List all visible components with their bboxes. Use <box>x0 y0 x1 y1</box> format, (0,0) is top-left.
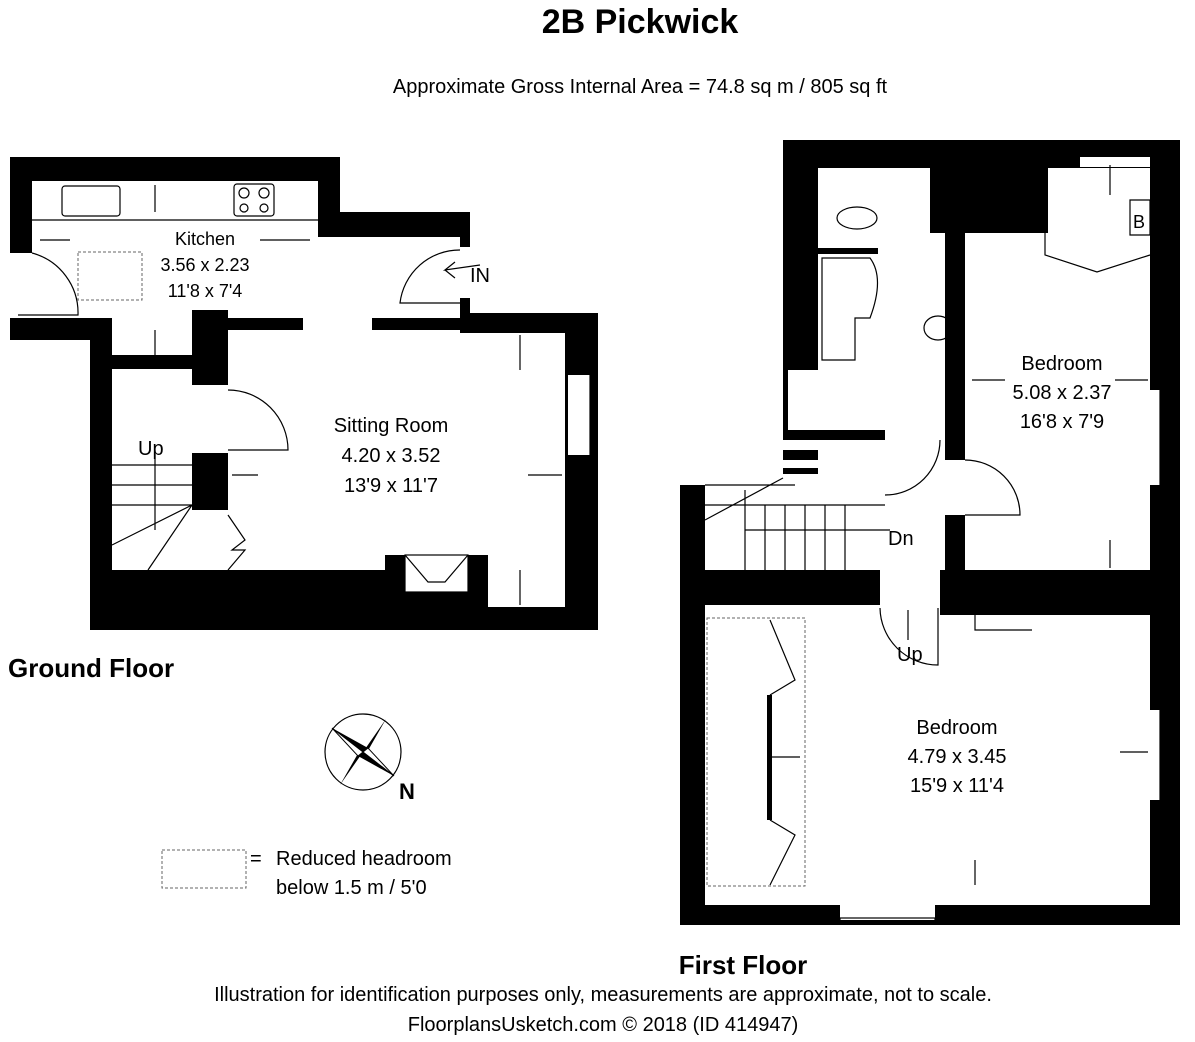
first-floor-label: First Floor <box>679 950 808 980</box>
room-imperial-size: 16'8 x 7'9 <box>1020 411 1104 433</box>
room-name: Bedroom <box>1021 353 1102 375</box>
room-imperial-size: 11'8 x 7'4 <box>168 281 243 301</box>
room-metric-size: 4.20 x 3.52 <box>342 445 441 467</box>
room-name: Sitting Room <box>334 415 449 437</box>
ground-floor-plan <box>10 157 598 630</box>
legend-equals: = <box>250 848 262 870</box>
legend-line-2: below 1.5 m / 5'0 <box>276 877 427 899</box>
stairs-up-label: Up <box>897 644 923 666</box>
room-bedroom-2: Bedroom 4.79 x 3.45 15'9 x 11'4 <box>908 717 1007 797</box>
disclaimer: Illustration for identification purposes… <box>214 984 992 1006</box>
reduced-headroom-swatch <box>161 849 247 889</box>
entrance-label: IN <box>470 265 490 287</box>
ground-floor-label: Ground Floor <box>8 653 174 683</box>
page-title: 2B Pickwick <box>542 3 739 41</box>
room-name: Bedroom <box>916 717 997 739</box>
gross-area: Approximate Gross Internal Area = 74.8 s… <box>393 76 888 98</box>
compass-north-label: N <box>399 779 415 804</box>
room-bedroom-1: Bedroom 5.08 x 2.37 16'8 x 7'9 <box>1013 353 1112 433</box>
credit: FloorplansUsketch.com © 2018 (ID 414947) <box>408 1014 798 1036</box>
room-imperial-size: 15'9 x 11'4 <box>910 775 1004 797</box>
room-metric-size: 3.56 x 2.23 <box>160 255 249 275</box>
room-metric-size: 4.79 x 3.45 <box>908 746 1007 768</box>
legend-line-1: Reduced headroom <box>276 848 452 870</box>
boiler-label: B <box>1133 212 1145 232</box>
first-floor-plan <box>680 140 1180 925</box>
ground-stairs-label: Up <box>138 438 164 460</box>
room-sitting-room: Sitting Room 4.20 x 3.52 13'9 x 11'7 <box>334 415 449 497</box>
compass-icon <box>324 713 402 791</box>
room-metric-size: 5.08 x 2.37 <box>1013 382 1112 404</box>
room-imperial-size: 13'9 x 11'7 <box>344 475 438 497</box>
stairs-down-label: Dn <box>888 528 914 550</box>
room-kitchen: Kitchen 3.56 x 2.23 11'8 x 7'4 <box>160 229 249 301</box>
room-name: Kitchen <box>175 229 235 249</box>
